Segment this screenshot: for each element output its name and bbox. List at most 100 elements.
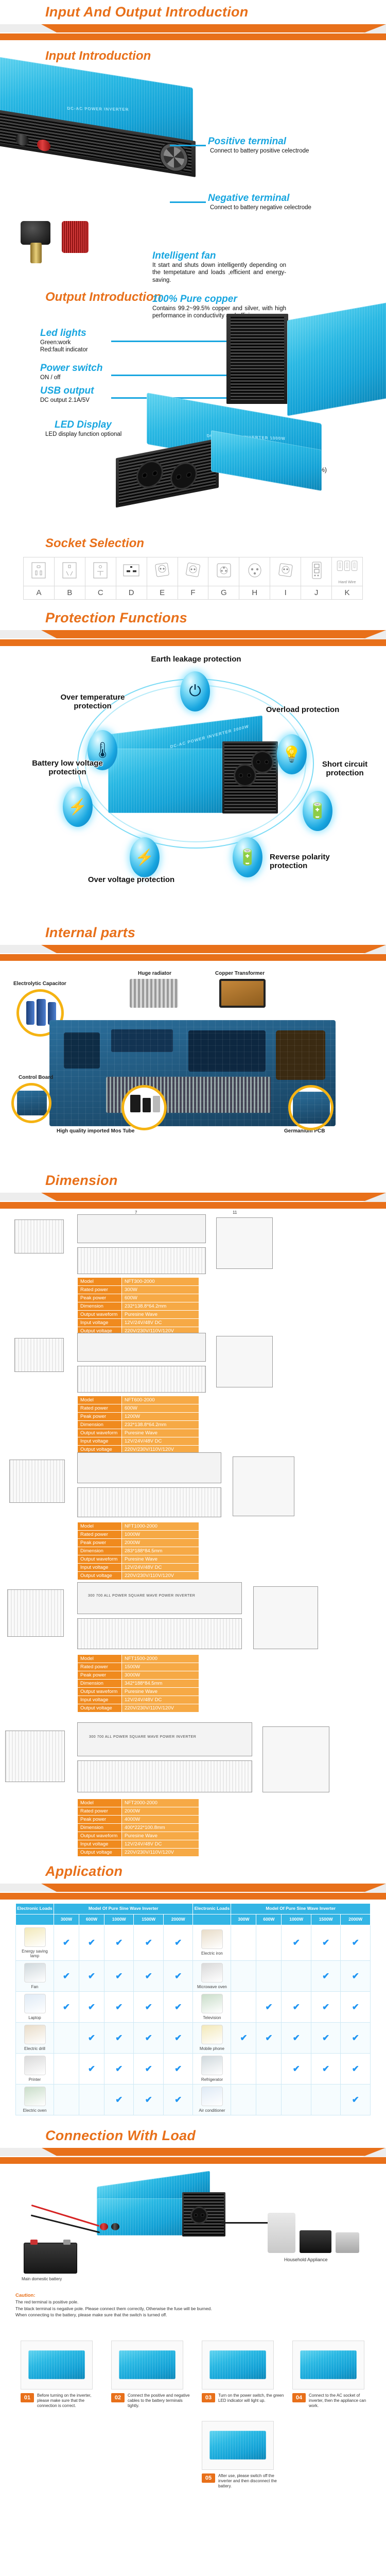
check-cell-yes: ✔ [79, 2053, 104, 2084]
dimension-drawing-top [77, 1452, 221, 1483]
spec-key: Dimension [77, 1420, 122, 1429]
socket-cell-k[interactable]: Hard Wire [331, 557, 363, 586]
socket-type-h-icon [248, 563, 261, 578]
appliance-icon [201, 2024, 223, 2044]
socket-cell-f[interactable] [177, 557, 209, 586]
col-electronic-loads-left: Electronic Loads [15, 1903, 54, 1914]
light-bulb-icon: 💡 [282, 745, 302, 763]
leader-negative [170, 201, 206, 203]
check-cell-no [231, 1960, 257, 1992]
banner-protection: Protection Functions [0, 606, 386, 648]
part-label-germanium-pcb: Germanium PCB [284, 1128, 325, 1134]
part-photo-copper-transformer [219, 979, 266, 1008]
drawing-caption: 300 700 ALL POWER SQUARE WAVE POWER INVE… [88, 1594, 196, 1598]
check-icon: ✔ [145, 1938, 152, 1948]
banner-application: Application [0, 1859, 386, 1901]
label-household-appliance: Household Appliance [284, 2257, 328, 2262]
appliance-microwave-icon [336, 2232, 359, 2253]
socket-letter: G [208, 586, 240, 600]
annotation-title: 100% Pure copper [152, 294, 237, 304]
banner-title-input-output: Input And Output Introduction [45, 4, 249, 20]
check-icon: ✔ [62, 1971, 71, 1981]
socket-cell-e[interactable] [146, 557, 178, 586]
heading-output-introduction: Output Introduction [45, 290, 162, 304]
spec-key: Rated power [77, 1663, 122, 1671]
step-badge-2: 02 [111, 2393, 125, 2402]
banner-title-dimension: Dimension [45, 1173, 118, 1188]
banner-orange-slant [41, 2147, 386, 2156]
socket-cell-j[interactable] [301, 557, 332, 586]
spec-value: 4000W [121, 1815, 199, 1824]
check-cell-yes: ✔ [340, 1924, 371, 1961]
check-cell-no [281, 2083, 311, 2115]
check-icon: ✔ [352, 2063, 359, 2074]
check-cell-yes: ✔ [79, 2022, 104, 2054]
check-cell-yes: ✔ [79, 1991, 104, 2023]
step-text-5: After use, please switch off the inverte… [218, 2473, 277, 2489]
check-icon: ✔ [240, 2032, 248, 2043]
check-icon: ✔ [87, 2002, 96, 2012]
spec-value: 1000W [121, 1530, 199, 1539]
spec-value: 12V/24V/48V DC [121, 1318, 199, 1327]
check-icon: ✔ [174, 1971, 182, 1981]
banner-bars [0, 945, 386, 962]
socket-type-f-icon [186, 563, 200, 577]
check-icon: ✔ [174, 2094, 182, 2105]
socket-cell-a[interactable] [23, 557, 55, 586]
check-cell-yes: ✔ [103, 1924, 134, 1961]
check-icon: ✔ [145, 1971, 152, 1981]
appliance-icon [24, 1927, 46, 1947]
check-icon: ✔ [174, 2002, 182, 2012]
check-cell-yes: ✔ [310, 2053, 341, 2084]
dimension-drawing-side [9, 1460, 65, 1503]
socket-cell-h[interactable] [239, 557, 271, 586]
annotation-title: USB output [40, 385, 94, 396]
spec-key: Input voltage [77, 1318, 122, 1327]
appliance-television-icon [300, 2230, 331, 2253]
heading-input-introduction: Input Introduction [45, 49, 151, 63]
protection-label-overload: Overload protection [266, 705, 340, 714]
socket-cell-c[interactable] [84, 557, 116, 586]
socket-type-a-icon [31, 562, 46, 579]
spec-key: Dimension [77, 1823, 122, 1832]
annotation-power-switch: Power switch ON / off [40, 363, 102, 381]
spec-key: Peak power [77, 1538, 122, 1547]
banner-input-output: Input And Output Introduction [0, 0, 386, 42]
check-cell-yes: ✔ [103, 2083, 134, 2115]
dimension-drawing-front [77, 1618, 242, 1649]
appliance-name: Television [203, 2015, 221, 2020]
socket-cell-i[interactable] [270, 557, 302, 586]
check-icon: ✔ [322, 1971, 330, 1981]
check-cell-no [256, 2053, 282, 2084]
check-icon: ✔ [265, 2002, 273, 2012]
annotation-desc: DC output 2.1A/5V [40, 397, 90, 403]
socket-cell-g[interactable] [208, 557, 240, 586]
dimension-drawing-rear [216, 1336, 273, 1387]
part-label-mos-tube: High quality imported Mos Tube [57, 1128, 135, 1134]
drawing-caption: 300 700 ALL POWER SQUARE WAVE POWER INVE… [89, 1735, 197, 1739]
appliance-icon [24, 1993, 46, 2013]
appliance-cell-left: Printer [15, 2053, 54, 2084]
socket-cell-d[interactable] [115, 557, 147, 586]
socket-letter: D [115, 586, 147, 600]
check-icon: ✔ [115, 1938, 123, 1948]
socket-cell-b[interactable] [54, 557, 85, 586]
socket-letter: F [177, 586, 209, 600]
banner-connection: Connection With Load [0, 2123, 386, 2165]
check-cell-yes: ✔ [281, 2053, 311, 2084]
appliance-name: Electric drill [24, 2046, 45, 2051]
check-cell-yes: ✔ [163, 2053, 194, 2084]
check-cell-yes: ✔ [79, 1924, 104, 1961]
dimension-drawing-top: 300 700 ALL POWER SQUARE WAVE POWER INVE… [77, 1722, 252, 1756]
